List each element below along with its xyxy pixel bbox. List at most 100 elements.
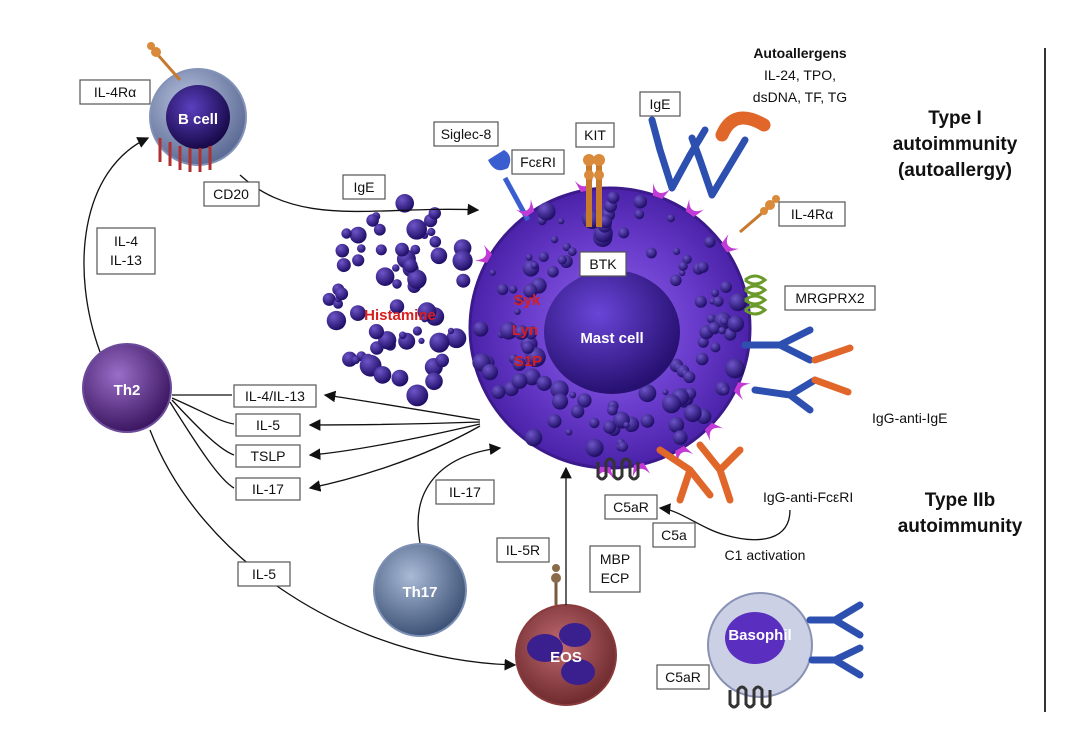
histamine-granule: [333, 299, 343, 309]
mast-nucleus: [544, 270, 680, 394]
fceri-receptor: [652, 182, 671, 200]
syk-label: Syk: [514, 292, 541, 309]
granule: [668, 417, 685, 433]
type-iib-line1: Type IIb: [925, 490, 995, 511]
granule: [718, 326, 726, 335]
granule: [646, 247, 657, 259]
histamine-granule: [456, 273, 471, 288]
granule: [585, 439, 604, 457]
histamine-granule: [375, 244, 387, 256]
histamine-granule: [406, 219, 428, 240]
granule: [598, 214, 613, 229]
mast-cell-label: Mast cell: [580, 330, 643, 347]
granule: [489, 269, 496, 276]
lyn-label: Lyn: [512, 322, 538, 339]
granule: [491, 385, 506, 399]
histamine-granule: [417, 302, 437, 322]
basophil-ige: [806, 601, 864, 679]
granule: [550, 380, 569, 399]
granule: [557, 255, 567, 265]
histamine-granule: [427, 227, 436, 237]
granule: [472, 321, 489, 337]
c5ar-basophil-receptor: [728, 685, 772, 709]
granule: [670, 274, 682, 287]
histamine-granule: [357, 244, 366, 253]
granule: [525, 253, 533, 261]
histamine-granule: [335, 243, 350, 258]
btk-label: BTK: [589, 256, 617, 272]
ige-igg-complex: [741, 326, 854, 414]
histamine-granule: [322, 292, 336, 306]
histamine-granule: [391, 369, 409, 387]
granule: [682, 254, 692, 264]
histamine-granule: [430, 247, 448, 265]
histamine-granule: [447, 327, 455, 334]
ige-arrow-label: IgE: [353, 179, 374, 195]
histamine-granule: [406, 384, 429, 407]
histamine-granule: [395, 242, 409, 257]
histamine-granule: [418, 337, 425, 344]
histamine-granule: [435, 353, 450, 368]
granule: [570, 404, 585, 419]
granule: [694, 295, 707, 308]
out-il4-il13-label: IL-4/IL-13: [245, 388, 305, 404]
histamine-granule: [429, 332, 450, 353]
histamine-granule: [373, 366, 392, 384]
il5r-label: IL-5R: [506, 542, 540, 558]
granule: [565, 428, 573, 436]
granule: [513, 325, 529, 340]
kit-receptor: [583, 154, 605, 227]
granule: [623, 421, 630, 429]
histamine-granule: [389, 299, 405, 314]
il17-arrow-label: IL-17: [449, 484, 481, 500]
fceri-receptor: [721, 233, 739, 253]
granule: [727, 315, 745, 333]
fceri-receptor: [675, 445, 694, 464]
histamine-granule: [425, 372, 443, 391]
histamine-granule: [429, 236, 442, 248]
fceri-receptor: [515, 199, 535, 217]
histamine-granule: [412, 326, 422, 336]
granule: [515, 296, 524, 305]
histamine-granule: [407, 269, 427, 289]
granule: [673, 430, 688, 445]
granule: [710, 342, 721, 353]
fceri-receptor: [685, 199, 705, 217]
histamine-granule: [452, 250, 473, 271]
granule: [697, 336, 709, 348]
granule: [640, 414, 655, 428]
granule: [536, 375, 552, 391]
type-i-line3: (autoallergy): [898, 160, 1012, 181]
granule: [720, 281, 732, 293]
c5ar-baso-label: C5aR: [665, 669, 701, 685]
mast-granules: [472, 191, 747, 457]
mbp-label: MBP: [600, 551, 630, 567]
siglec8-label: Siglec-8: [441, 126, 492, 142]
granule: [667, 214, 675, 223]
mrgprx2-receptor: [744, 274, 768, 316]
histamine-granule: [421, 315, 428, 323]
cd20-receptor: [158, 138, 212, 172]
granule: [514, 308, 521, 315]
granule: [603, 420, 617, 434]
granule: [706, 314, 716, 324]
autoallergens-line3: dsDNA, TF, TG: [753, 89, 847, 105]
type-i-line1: Type I: [928, 108, 982, 129]
histamine-granule: [410, 244, 421, 255]
th2-label: Th2: [114, 382, 141, 399]
autoallergens-title: Autoallergens: [753, 45, 847, 61]
histamine-granule: [341, 228, 352, 239]
granule: [524, 429, 543, 447]
granule: [499, 321, 518, 340]
b-cell-label: B cell: [178, 111, 218, 128]
granule: [523, 283, 538, 298]
fceri-receptor: [733, 382, 751, 400]
eos-label: EOS: [550, 649, 582, 666]
granule: [720, 317, 729, 326]
granule: [634, 209, 645, 220]
c1-activation-label: C1 activation: [725, 547, 806, 563]
granule: [512, 357, 527, 372]
basophil-label: Basophil: [728, 627, 791, 644]
granule: [638, 384, 657, 403]
